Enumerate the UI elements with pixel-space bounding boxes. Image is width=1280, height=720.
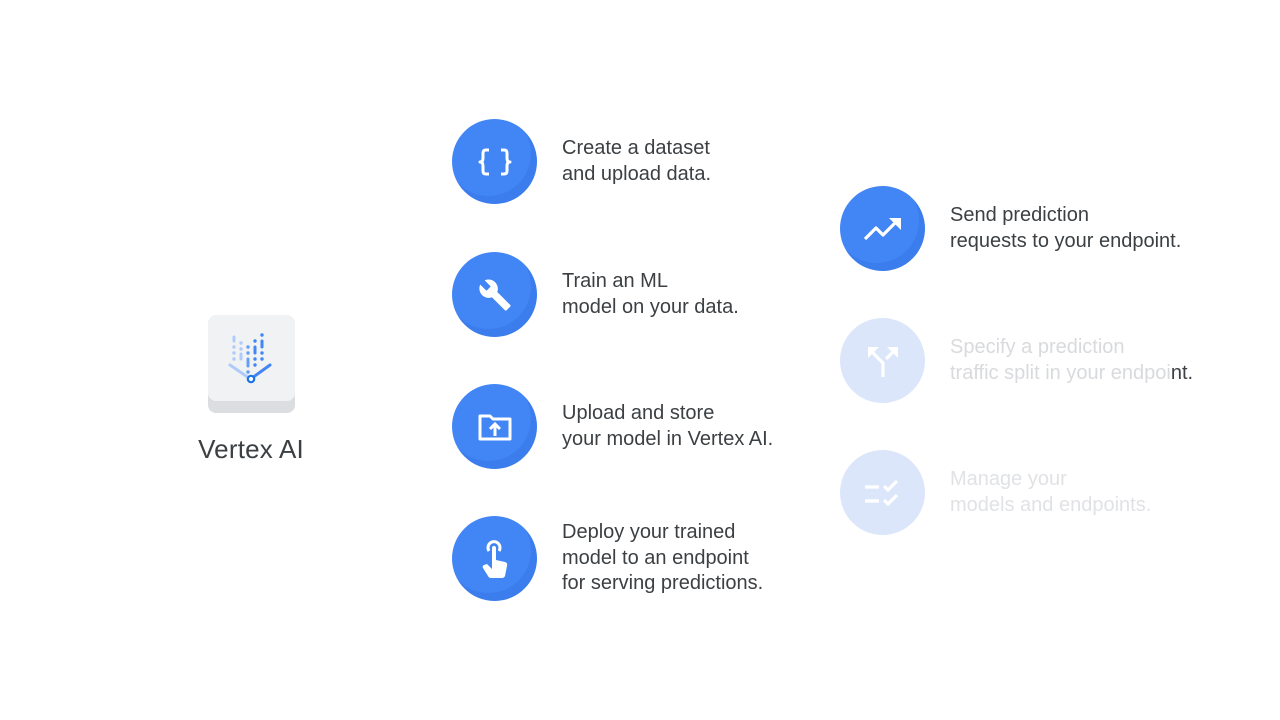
folder-upload-icon [478,414,511,440]
step-train-model: Train an ML model on your data. [452,252,739,337]
step-description: Train an ML model on your data. [562,269,739,320]
step-manage-models: Manage your models and endpoints. [840,450,1151,535]
split-arrows-icon [867,346,898,377]
step-line: model to an endpoint [562,546,749,569]
vertex-ai-logo-icon [228,333,272,384]
step-icon-circle [452,119,537,204]
step-description: Manage your models and endpoints. [950,467,1151,518]
step-traffic-split: Specify a prediction traffic split in you… [840,318,1193,403]
curly-braces-icon [478,148,511,175]
step-line: requests to your endpoint. [950,229,1182,252]
step-line-tail: nt. [1170,361,1194,384]
step-send-predictions: Send prediction requests to your endpoint… [840,186,1181,271]
checklist-icon [864,479,898,506]
step-line: your model in Vertex AI. [562,427,774,450]
touch-hand-icon [482,539,507,578]
step-line: for serving predictions. [562,572,764,595]
step-icon-circle [840,318,925,403]
wrench-icon [478,279,511,311]
step-line: models and endpoints. [950,493,1152,516]
step-line: Manage your [950,468,1067,490]
step-line: Deploy your trained [562,521,736,544]
logo-tile [208,315,295,401]
step-line: Upload and store [562,402,715,424]
step-icon-circle [452,384,537,469]
product-name: Vertex AI [198,434,304,464]
step-description: Upload and store your model in Vertex AI. [562,401,773,452]
step-description: Send prediction requests to your endpoint… [950,203,1181,254]
step-line: Create a dataset [562,137,710,159]
trending-up-icon [863,217,901,240]
vertex-ai-logo [208,315,295,413]
step-description: Create a dataset and upload data. [562,136,711,187]
step-line: Train an ML [562,270,668,292]
step-line: model on your data. [562,295,739,318]
step-line: Specify a prediction [950,336,1125,358]
step-create-dataset: Create a dataset and upload data. [452,119,711,204]
step-icon-circle [452,252,537,337]
step-icon-circle [840,186,925,271]
step-line: Send prediction [950,204,1089,226]
step-line: traffic split in your endpoi [950,361,1171,384]
step-line: and upload data. [562,162,712,185]
step-icon-circle [840,450,925,535]
step-upload-model: Upload and store your model in Vertex AI. [452,384,773,469]
step-icon-circle [452,516,537,601]
step-description: Specify a prediction traffic split in you… [950,335,1193,386]
